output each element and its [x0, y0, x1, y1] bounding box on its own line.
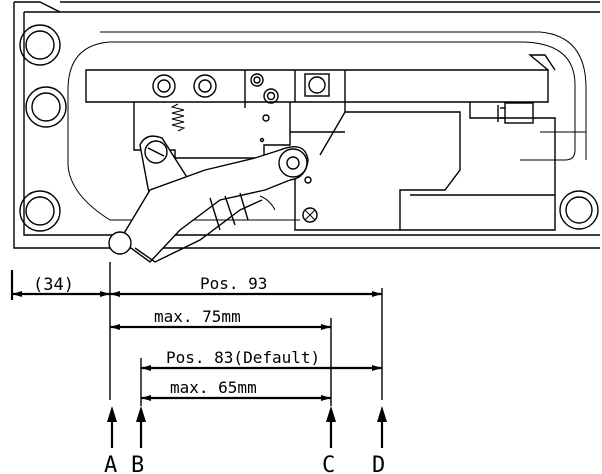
spring [170, 103, 186, 132]
dimension-pos-93: Pos. 93 [110, 274, 382, 297]
machine-housing [13, 1, 600, 249]
dimension-offset: (34) [10, 270, 110, 300]
left-roller-top [19, 24, 61, 66]
right-latch [497, 102, 586, 133]
right-roller [559, 190, 599, 230]
dimension-pos-83: Pos. 83(Default) [141, 348, 382, 371]
marker-b: B [131, 406, 146, 474]
marker-a-label: A [104, 453, 117, 474]
dimension-max-75: max. 75mm [110, 307, 331, 330]
left-roller-middle [25, 86, 67, 128]
max-65-label: max. 65mm [170, 378, 257, 397]
pos-93-label: Pos. 93 [200, 274, 267, 293]
pos-83-label: Pos. 83(Default) [166, 348, 320, 367]
marker-c: C [322, 406, 336, 474]
marker-b-label: B [131, 453, 144, 474]
marker-d-label: D [372, 453, 385, 474]
carriage-bar [85, 54, 556, 108]
max-75-label: max. 75mm [154, 307, 241, 326]
belt-guide [67, 41, 576, 221]
marker-a: A [104, 406, 117, 474]
marker-d: D [372, 406, 387, 474]
lever-arm [108, 135, 312, 263]
marker-c-label: C [322, 453, 335, 474]
left-roller-bottom [19, 190, 61, 232]
dimension-max-65: max. 65mm [141, 378, 331, 401]
offset-label: (34) [33, 275, 74, 295]
extension-lines [109, 262, 383, 406]
